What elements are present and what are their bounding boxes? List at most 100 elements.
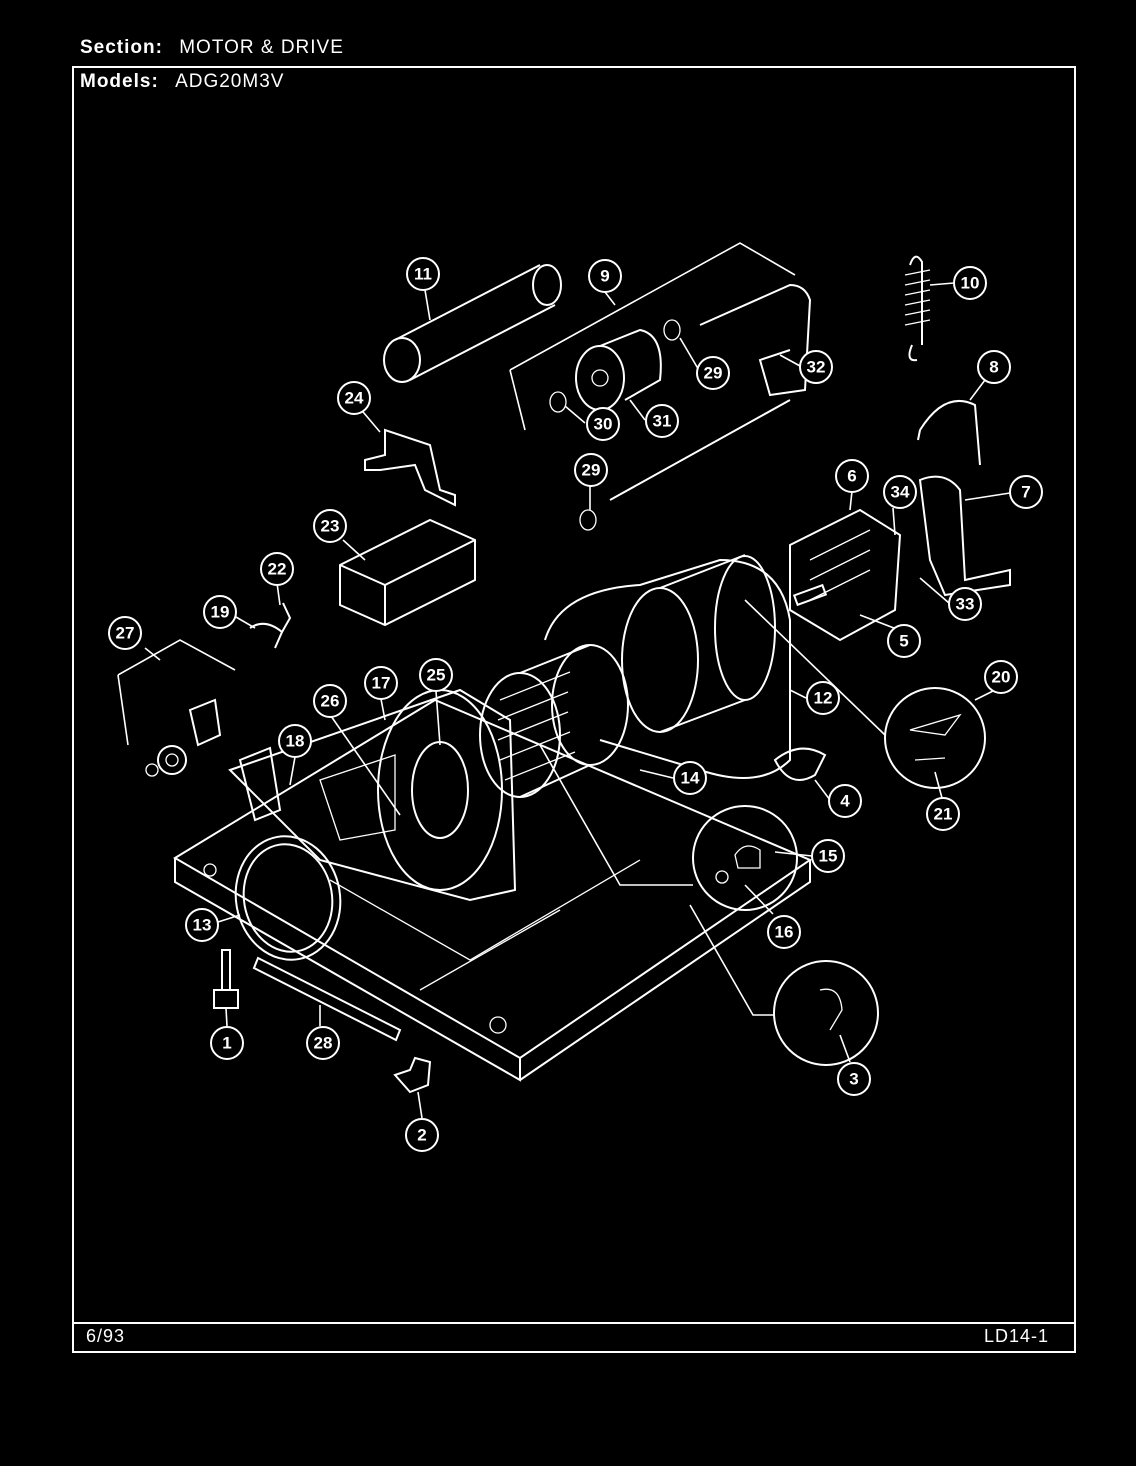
- callout-31: 31: [645, 404, 679, 438]
- callout-33: 33: [948, 587, 982, 621]
- switch-assembly-drawing: [117, 639, 282, 822]
- callout-12: 12: [806, 681, 840, 715]
- base-plate-drawing: [173, 698, 813, 1082]
- svg-text:16: 16: [775, 923, 794, 942]
- svg-text:21: 21: [934, 805, 953, 824]
- svg-text:26: 26: [321, 692, 340, 711]
- svg-text:28: 28: [314, 1034, 333, 1053]
- spring-drawing: [904, 255, 931, 362]
- svg-text:29: 29: [704, 364, 723, 383]
- callout-29-lower: 29: [574, 453, 608, 487]
- svg-text:34: 34: [891, 483, 910, 502]
- callout-2: 2: [405, 1118, 439, 1152]
- svg-text:17: 17: [372, 674, 391, 693]
- motor-housing-drawing: [544, 554, 791, 779]
- seal-ring-drawing: [234, 835, 342, 961]
- callout-25: 25: [419, 658, 453, 692]
- svg-text:10: 10: [961, 274, 980, 293]
- clip-parts-drawing: [249, 602, 292, 649]
- svg-text:24: 24: [345, 389, 364, 408]
- motor-drawing: [789, 508, 902, 642]
- callout-19: 19: [203, 595, 237, 629]
- callout-15: 15: [811, 839, 845, 873]
- callout-13: 13: [185, 908, 219, 942]
- callout-30: 30: [586, 407, 620, 441]
- svg-text:15: 15: [819, 847, 838, 866]
- footer-divider: [72, 1322, 1076, 1324]
- callout-28: 28: [306, 1026, 340, 1060]
- callout-27: 27: [108, 616, 142, 650]
- callout-9: 9: [588, 259, 622, 293]
- svg-text:32: 32: [807, 358, 826, 377]
- svg-text:2: 2: [417, 1126, 426, 1145]
- svg-text:31: 31: [653, 412, 672, 431]
- detail-views-drawing: [539, 599, 986, 1066]
- callout-leaders: [144, 282, 1011, 1119]
- models-header: Models: ADG20M3V: [80, 71, 284, 93]
- tube-drawing: [383, 264, 562, 383]
- bracket-24-drawing: [364, 428, 456, 507]
- callout-6: 6: [835, 459, 869, 493]
- svg-text:30: 30: [594, 415, 613, 434]
- footer-date: 6/93: [86, 1326, 126, 1346]
- svg-text:5: 5: [899, 632, 908, 651]
- callout-24: 24: [337, 381, 371, 415]
- svg-text:25: 25: [427, 666, 446, 685]
- svg-text:6: 6: [847, 467, 856, 486]
- models-label: Models:: [80, 71, 159, 92]
- svg-text:9: 9: [600, 267, 609, 286]
- callout-18: 18: [278, 724, 312, 758]
- svg-text:4: 4: [840, 792, 850, 811]
- blower-housing-drawing: [228, 688, 517, 902]
- svg-text:3: 3: [849, 1070, 858, 1089]
- callout-17: 17: [364, 666, 398, 700]
- callout-11: 11: [406, 257, 440, 291]
- clamp-drawing: [917, 400, 981, 466]
- svg-text:20: 20: [992, 668, 1011, 687]
- callout-34: 34: [883, 475, 917, 509]
- callout-1: 1: [210, 1026, 244, 1060]
- callout-3: 3: [837, 1062, 871, 1096]
- block-23-drawing: [339, 518, 476, 627]
- callout-14: 14: [673, 761, 707, 795]
- section-value: MOTOR & DRIVE: [179, 37, 344, 58]
- svg-text:12: 12: [814, 689, 833, 708]
- svg-text:23: 23: [321, 517, 340, 536]
- models-value: ADG20M3V: [175, 71, 285, 92]
- section-header: Section: MOTOR & DRIVE: [80, 37, 344, 59]
- callout-29-upper: 29: [696, 356, 730, 390]
- svg-text:18: 18: [286, 732, 305, 751]
- cover-4-drawing: [773, 747, 827, 781]
- callout-7: 7: [1009, 475, 1043, 509]
- callout-16: 16: [767, 915, 801, 949]
- callout-21: 21: [926, 797, 960, 831]
- clip-2-drawing: [393, 1056, 432, 1094]
- svg-text:27: 27: [116, 624, 135, 643]
- svg-text:33: 33: [956, 595, 975, 614]
- callout-8: 8: [977, 350, 1011, 384]
- svg-text:11: 11: [414, 265, 432, 284]
- motor-bracket-drawing: [918, 475, 1011, 597]
- callout-5: 5: [887, 624, 921, 658]
- diagram-frame: [72, 66, 1076, 1353]
- svg-text:7: 7: [1021, 483, 1030, 502]
- callout-10: 10: [953, 266, 987, 300]
- callout-4: 4: [828, 784, 862, 818]
- strip-drawing: [252, 956, 402, 1042]
- svg-text:8: 8: [989, 358, 998, 377]
- callout-26: 26: [313, 684, 347, 718]
- svg-text:29: 29: [582, 461, 601, 480]
- footer-page-code: LD14-1: [984, 1326, 1050, 1346]
- blower-wheel-drawing: [479, 644, 629, 798]
- svg-text:19: 19: [211, 603, 230, 622]
- section-label: Section:: [80, 37, 163, 58]
- svg-text:1: 1: [222, 1034, 231, 1053]
- callout-23: 23: [313, 509, 347, 543]
- callout-22: 22: [260, 552, 294, 586]
- callout-32: 32: [799, 350, 833, 384]
- idler-assembly-drawing: [509, 242, 812, 531]
- svg-text:13: 13: [193, 916, 212, 935]
- bolt-drawing: [213, 949, 239, 1009]
- svg-text:14: 14: [681, 769, 700, 788]
